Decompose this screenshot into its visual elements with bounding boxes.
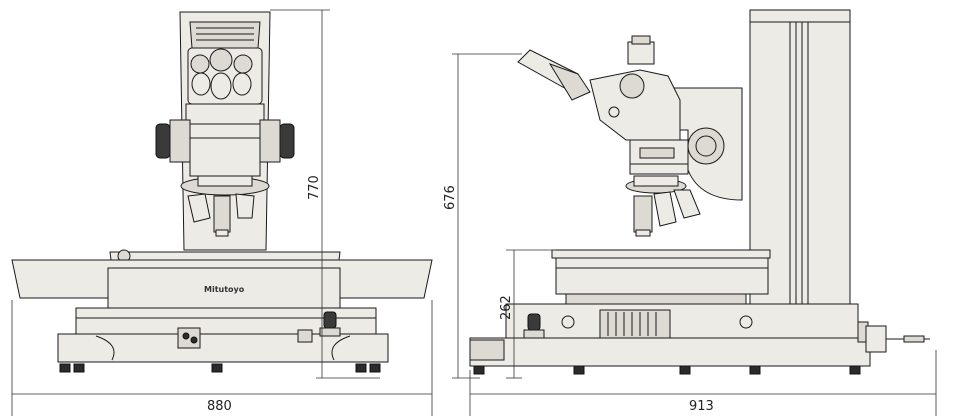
side-width-dimension: 913 xyxy=(469,350,937,416)
side-view: 676 262 913 xyxy=(443,9,937,416)
front-objectives xyxy=(187,193,255,237)
side-head xyxy=(517,35,743,237)
front-height-label: 770 xyxy=(307,175,322,200)
front-width-label: 880 xyxy=(207,399,232,414)
side-width-label: 913 xyxy=(689,399,714,414)
side-stage xyxy=(551,249,771,305)
front-height-dimension: 770 xyxy=(270,9,380,379)
front-width-dimension: 880 xyxy=(11,300,433,416)
stage-height-label: 262 xyxy=(499,295,514,320)
stage-height-dimension: 262 xyxy=(499,249,556,379)
front-stage: Mitutoyo xyxy=(11,249,433,309)
side-objectives xyxy=(633,189,701,237)
brand-label: Mitutoyo xyxy=(204,285,245,294)
front-base xyxy=(57,307,389,373)
side-height-dimension: 676 xyxy=(443,53,522,379)
side-base xyxy=(469,303,930,375)
front-head xyxy=(155,11,295,251)
front-view: Mitutoyo 770 xyxy=(11,9,433,416)
side-height-label: 676 xyxy=(443,185,458,210)
